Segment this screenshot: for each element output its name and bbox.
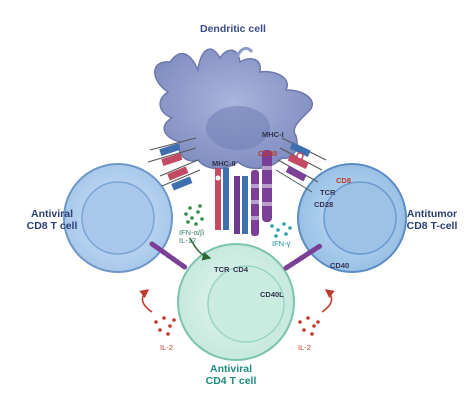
il2-right-dots [298, 316, 320, 336]
antiviral-cd4-label-line2: CD4 T cell [205, 374, 257, 387]
cd80-label: CD80 [258, 149, 278, 158]
dendritic-cell [154, 46, 313, 170]
mhc2-label: MHC-II [212, 159, 236, 168]
mhc1-label: MHC-I [262, 130, 284, 139]
cd40l-label: CD40L [260, 290, 284, 299]
ifn-ab-label: IFN-α/β IL-12 [179, 228, 205, 246]
cd40-connectors [149, 241, 323, 271]
antitumor-cd8-label: Antitumor CD8 T-cell [397, 208, 467, 232]
cd4-nucleus [207, 265, 285, 343]
antitumor-cd8-cell [297, 163, 407, 273]
antiviral-cd4-label-line1: Antiviral [209, 363, 252, 375]
ifn-ab-label-line1: IFN-α/β [179, 228, 205, 237]
antitumor-cd8-label-line1: Antitumor [406, 208, 458, 220]
cd4-label: CD4 [233, 265, 249, 274]
dc-nucleus [206, 106, 270, 150]
cd40-label: CD40 [330, 261, 350, 270]
antiviral-cd8-label-line1: Antiviral [30, 208, 73, 220]
il2-right-label: IL-2 [298, 343, 311, 352]
cd8-left-nucleus [81, 181, 155, 255]
tcr-bottom-label: TCR [214, 265, 230, 274]
ifn-g-dots [270, 222, 292, 238]
central-receptor-stack [215, 150, 272, 236]
left-receptor-complex [147, 137, 201, 191]
ifn-ab-dots [184, 204, 204, 226]
antiviral-cd8-cell [63, 163, 173, 273]
antiviral-cd4-label: Antiviral CD4 T cell [190, 363, 272, 387]
antitumor-cd8-label-line2: CD8 T-cell [406, 219, 458, 232]
antiviral-cd8-label: Antiviral CD8 T cell [20, 208, 84, 232]
cd8-label: CD8 [336, 176, 352, 185]
il2-left-label: IL-2 [160, 343, 173, 352]
ifn-ab-label-line2: IL-12 [179, 236, 197, 246]
arrow-il2-left [139, 289, 153, 313]
tcr-right-label: TCR [320, 188, 336, 197]
right-receptor-complex [275, 137, 327, 193]
ifn-g-label: IFN-γ [272, 239, 291, 248]
dendritic-cell-label: Dendritic cell [200, 23, 266, 35]
cd28-label: CD28 [314, 200, 334, 209]
antiviral-cd4-cell [177, 243, 295, 361]
il2-left-dots [154, 316, 176, 336]
arrow-ifn-to-cd4 [189, 237, 212, 261]
arrow-il2-right [321, 289, 335, 313]
antiviral-cd8-label-line2: CD8 T cell [26, 219, 78, 232]
cd8-right-nucleus [323, 181, 397, 255]
